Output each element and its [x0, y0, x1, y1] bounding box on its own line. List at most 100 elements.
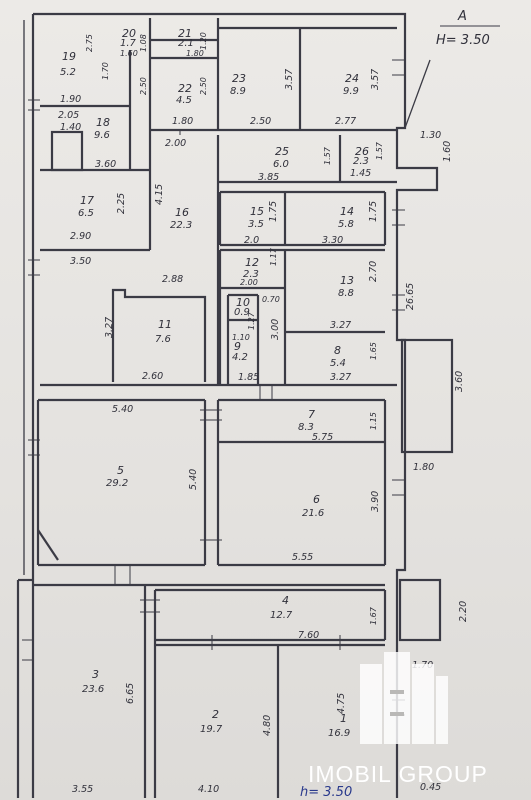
dimension-label: 1.90 — [60, 94, 81, 105]
dimension-labels: 2.75 1.60 1.08 1.20 1.80 1.70 2.50 2.50 … — [58, 32, 469, 795]
dimension-label: 2.00 — [165, 138, 186, 149]
dimension-label: 1.57 — [323, 146, 332, 165]
room-area: 4.5 — [176, 95, 192, 106]
floor-height-label: h= 3.50 — [300, 785, 352, 800]
room-area: 5.4 — [330, 358, 346, 369]
outer-walls — [16, 12, 454, 798]
dimension-label: 1.60 — [442, 141, 453, 162]
dimension-label: 1.80 — [413, 462, 434, 473]
room-number: 25 — [275, 145, 289, 158]
dimension-label: 2.00 — [240, 278, 258, 287]
dimension-label: 1.75 — [268, 201, 279, 222]
room-area: 9.6 — [94, 130, 110, 141]
dimension-label: 3.00 — [270, 319, 281, 340]
dimension-label: 1.40 — [60, 122, 81, 133]
room-area: 8.8 — [338, 288, 354, 299]
room-number: 5 — [117, 464, 124, 477]
dimension-label: 3.60 — [454, 371, 465, 392]
dimension-label: 2.25 — [116, 193, 127, 214]
dimension-label: 2.20 — [458, 601, 469, 622]
room-number: 8 — [334, 344, 341, 357]
dimension-label: 2.70 — [368, 261, 379, 282]
dimension-label: 1.45 — [350, 168, 371, 179]
dimension-label: 26.65 — [405, 283, 416, 310]
room-number: 22 — [178, 82, 192, 95]
room-area: 21.6 — [302, 508, 324, 519]
room-number: 21 — [178, 27, 192, 40]
dimension-label: 1.10 — [232, 333, 250, 342]
room-number: 13 — [340, 274, 354, 287]
dimension-label: 1.20 — [199, 32, 208, 50]
dimension-label: 5.40 — [188, 469, 199, 490]
room-area: 16.9 — [328, 728, 350, 739]
dimension-label: 5.40 — [112, 404, 133, 415]
room-number: 24 — [345, 72, 359, 85]
dimension-label: 2.50 — [250, 116, 271, 127]
watermark-logo — [360, 652, 448, 744]
dimension-label: 6.65 — [125, 683, 136, 704]
dimension-label: 2.60 — [142, 371, 163, 382]
dimension-label: 1.15 — [369, 412, 378, 430]
dimension-label: 3.27 — [104, 317, 115, 338]
room-area: 5.2 — [60, 67, 76, 78]
dimension-label: 1.65 — [369, 342, 378, 360]
room-number: 2 — [212, 708, 219, 721]
section-letter: A — [457, 9, 467, 24]
dimension-label: 3.57 — [370, 69, 381, 90]
dimension-label: 5.55 — [292, 552, 313, 563]
dimension-label: 7.60 — [298, 630, 319, 641]
dimension-label: 3.55 — [72, 784, 93, 795]
room-number: 18 — [96, 116, 110, 129]
dimension-label: 1.85 — [238, 372, 259, 383]
room-number: 9 — [234, 340, 241, 353]
room-area: 19.7 — [200, 724, 223, 735]
room-labels: 19 5.2 20 1.7 21 2.1 22 4.5 23 8.9 24 9.… — [60, 27, 369, 739]
room-number: 20 — [122, 27, 136, 40]
dimension-label: 3.60 — [95, 159, 116, 170]
dimension-label: 1.60 — [120, 49, 138, 58]
room-area: 2.3 — [353, 156, 369, 167]
dimension-label: 2.88 — [162, 274, 183, 285]
room-area: 1.7 — [120, 38, 137, 49]
dimension-label: 3.50 — [70, 256, 91, 267]
room-number: 26 — [355, 145, 369, 158]
dimension-label: 1.08 — [139, 34, 148, 52]
room-area: 6.0 — [273, 159, 289, 170]
room-number: 10 — [236, 296, 250, 309]
room-area: 8.3 — [298, 422, 314, 433]
room-area: 5.8 — [338, 219, 354, 230]
dimension-label: 4.80 — [262, 715, 273, 736]
room-area: 6.5 — [78, 208, 94, 219]
dimension-label: 1.57 — [375, 141, 384, 160]
dimension-label: 2.05 — [58, 110, 79, 121]
room-number: 4 — [282, 594, 289, 607]
dimension-label: 4.10 — [198, 784, 219, 795]
dimension-label: 1.27 — [247, 311, 256, 330]
dimension-label: 3.30 — [322, 235, 343, 246]
room-number: 7 — [308, 408, 315, 421]
room-number: 6 — [313, 493, 320, 506]
dimension-label: 1.80 — [172, 116, 193, 127]
room-area: 2.3 — [243, 269, 259, 280]
dimension-label: 3.27 — [330, 320, 351, 331]
room-number: 17 — [80, 194, 94, 207]
dimension-label: 1.67 — [369, 606, 378, 625]
dimension-label: 2.77 — [335, 116, 356, 127]
room-number: 23 — [232, 72, 246, 85]
dimension-label: 1.80 — [186, 49, 204, 58]
room-area: 12.7 — [270, 610, 293, 621]
room-number: 16 — [175, 206, 189, 219]
interior-walls — [33, 18, 397, 798]
dimension-label: 5.75 — [312, 432, 333, 443]
dimension-label: 2.50 — [199, 77, 208, 95]
dimension-label: 2.50 — [139, 77, 148, 95]
room-area: 0.9 — [234, 307, 250, 318]
room-number: 15 — [250, 205, 264, 218]
room-area: 7.6 — [155, 334, 171, 345]
dimension-label: 3.57 — [284, 69, 295, 90]
dimension-label: 4.75 — [336, 693, 347, 714]
room-area: 9.9 — [343, 86, 359, 97]
dimension-label: 3.85 — [258, 172, 279, 183]
